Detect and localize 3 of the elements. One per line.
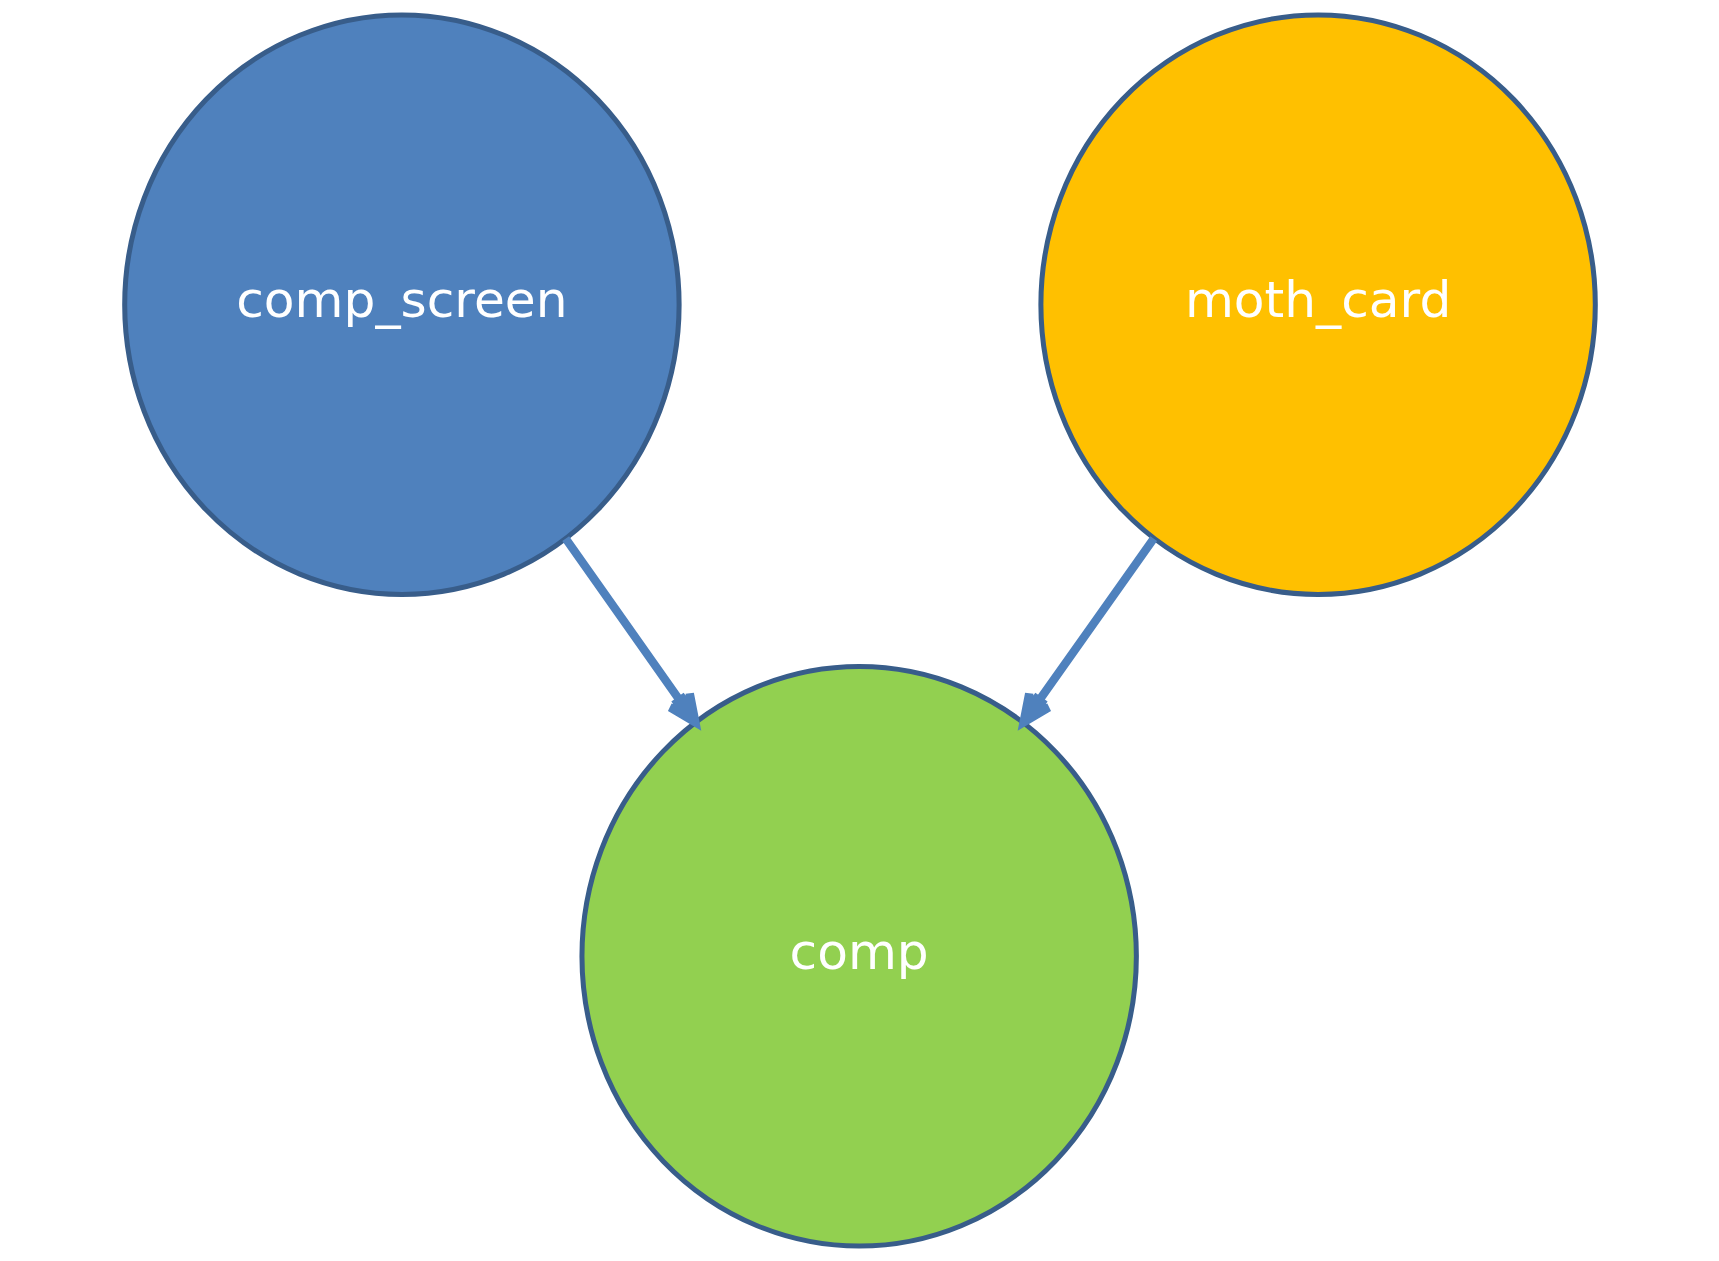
node-circle: moth_card xyxy=(1037,12,1598,597)
node-circle: comp xyxy=(578,664,1139,1249)
node-circle: comp_screen xyxy=(121,12,682,597)
